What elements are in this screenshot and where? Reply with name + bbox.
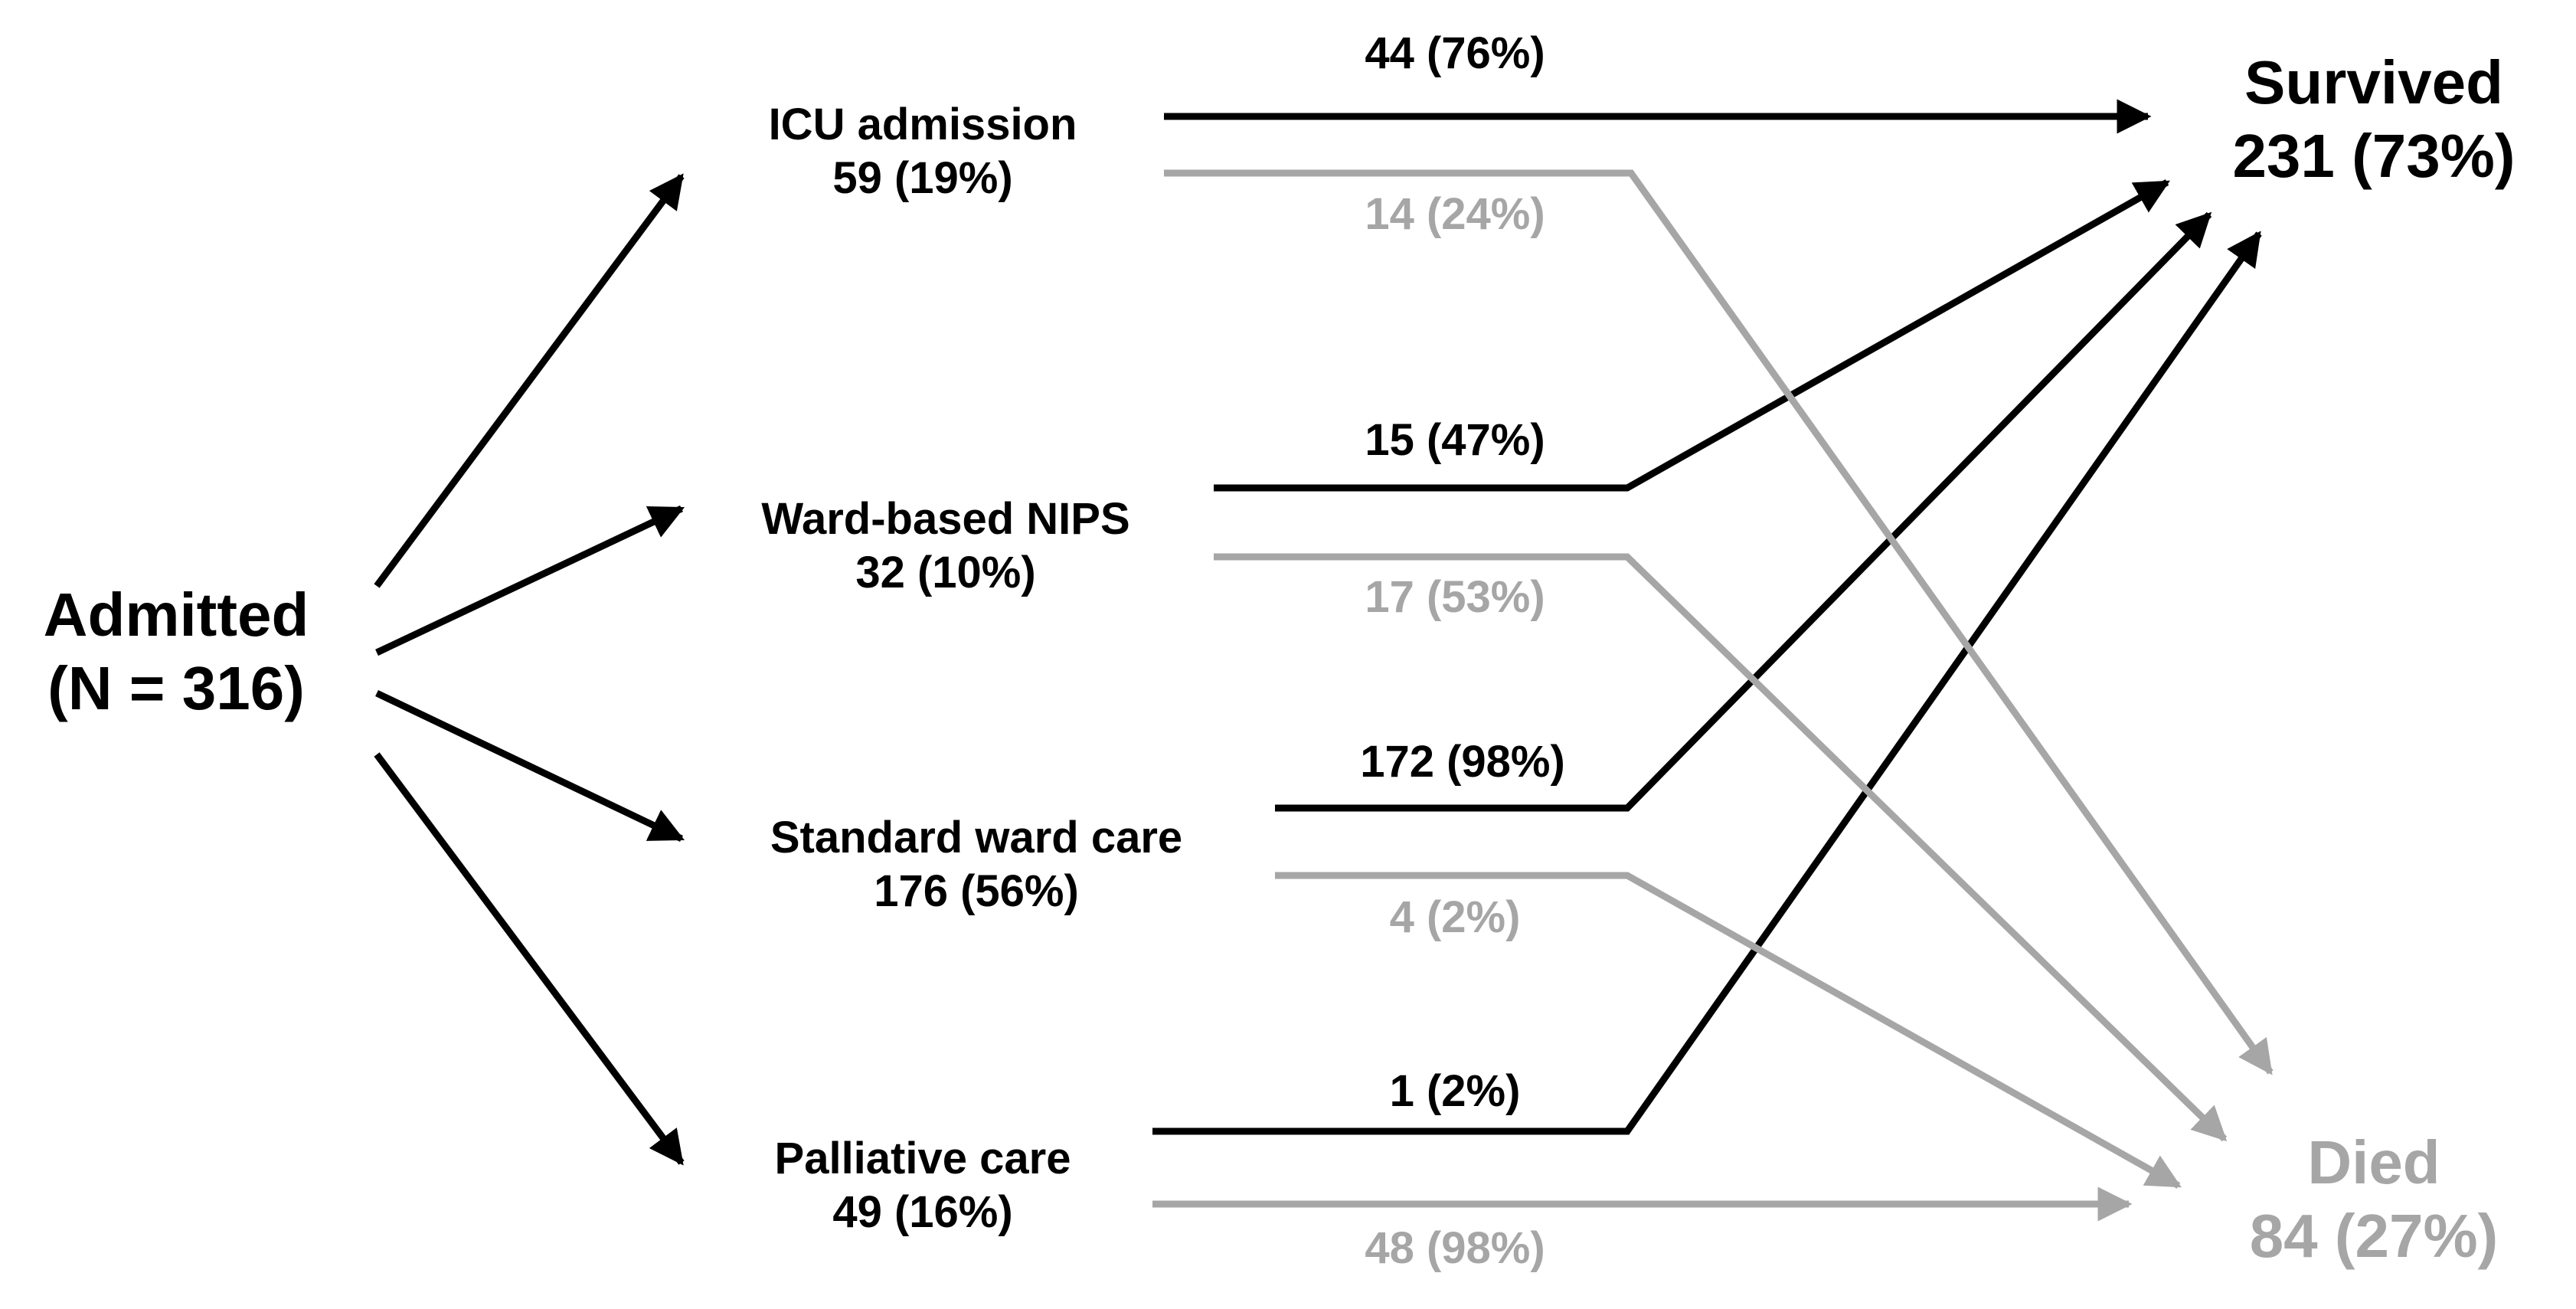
outcome-survived-name: Survived [2244, 48, 2503, 116]
group-nips-name: Ward-based NIPS [761, 494, 1130, 544]
flow-label-icu-died: 14 (24%) [1365, 189, 1545, 239]
group-ward: Standard ward care 176 (56%) [708, 811, 1244, 918]
admitted-count: (N = 316) [47, 654, 305, 722]
group-ward-count: 176 (56%) [874, 866, 1079, 916]
path-palliative-to-survived [1152, 231, 2262, 1135]
arrow-admitted-to-nips [375, 505, 685, 656]
path-ward-to-died [1275, 872, 2182, 1189]
flow-label-nips-died: 17 (53%) [1365, 572, 1545, 622]
path-nips-to-died [1214, 553, 2228, 1142]
arrow-admitted-to-palliative [374, 752, 685, 1166]
outcome-died-name: Died [2307, 1128, 2440, 1196]
flow-label-ward-survived: 172 (98%) [1360, 737, 1565, 787]
group-icu-name: ICU admission [768, 100, 1077, 149]
admitted-node: Admitted (N = 316) [0, 578, 352, 725]
outcome-survived: Survived 231 (73%) [2190, 46, 2558, 193]
path-ward-to-survived [1275, 211, 2212, 812]
arrow-admitted-to-ward [375, 689, 685, 843]
group-icu: ICU admission 59 (19%) [708, 98, 1137, 205]
group-nips: Ward-based NIPS 32 (10%) [708, 493, 1183, 599]
outcome-died-count: 84 (27%) [2249, 1202, 2499, 1270]
flow-label-palliative-died: 48 (98%) [1365, 1223, 1545, 1273]
arrow-admitted-to-icu [374, 173, 685, 588]
group-palliative: Palliative care 49 (16%) [708, 1132, 1137, 1239]
flow-label-icu-survived: 44 (76%) [1365, 28, 1545, 78]
group-palliative-name: Palliative care [774, 1134, 1071, 1183]
path-nips-to-survived [1214, 179, 2170, 492]
flow-label-nips-survived: 15 (47%) [1365, 415, 1545, 465]
admitted-label: Admitted [43, 581, 309, 649]
outcome-survived-count: 231 (73%) [2232, 122, 2516, 190]
path-icu-to-died [1164, 169, 2274, 1075]
flow-label-palliative-survived: 1 (2%) [1389, 1066, 1521, 1116]
flow-label-ward-died: 4 (2%) [1389, 892, 1521, 942]
outcome-died: Died 84 (27%) [2190, 1126, 2558, 1273]
group-nips-count: 32 (10%) [855, 547, 1036, 597]
group-ward-name: Standard ward care [770, 813, 1183, 862]
group-icu-count: 59 (19%) [832, 152, 1013, 203]
group-palliative-count: 49 (16%) [832, 1186, 1013, 1237]
